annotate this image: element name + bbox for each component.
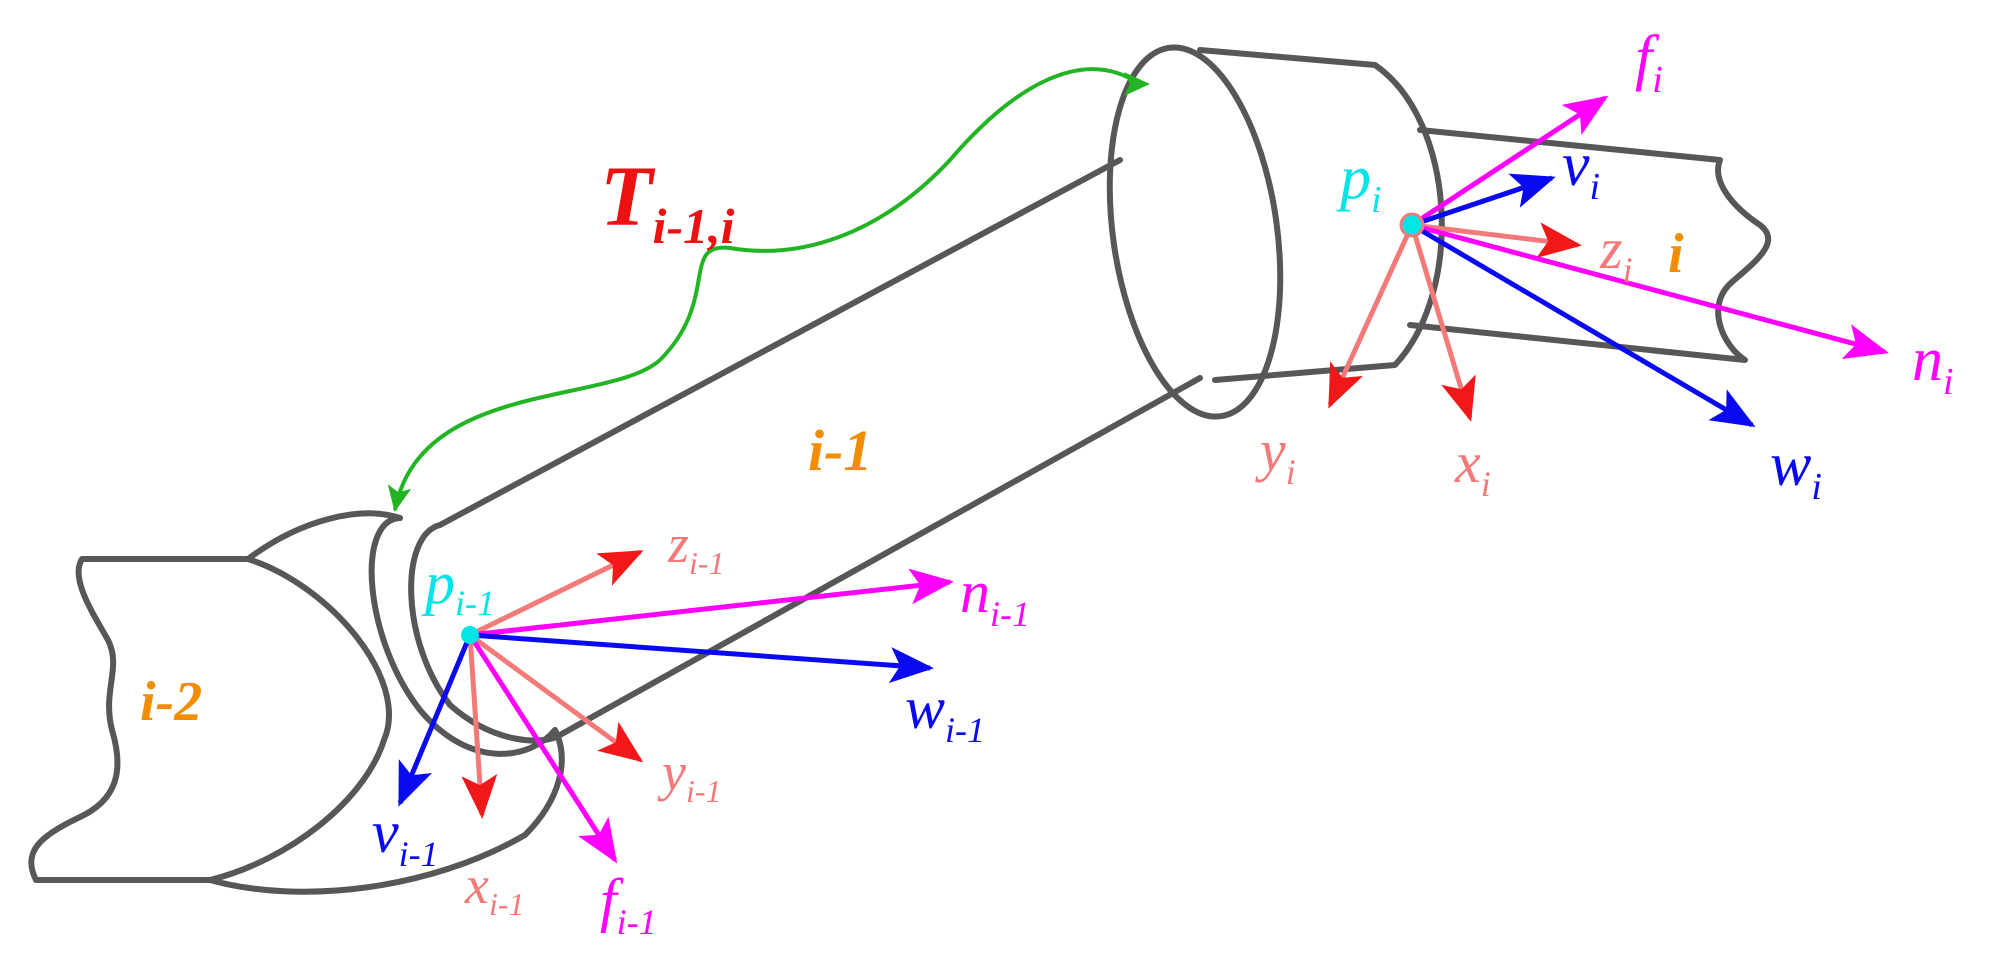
label-z-next: zi <box>1599 216 1633 290</box>
transform-arrow <box>387 67 1140 512</box>
link-i-1-flange-outer <box>368 515 558 757</box>
label-x-prev: xi-1 <box>464 855 525 922</box>
link-i-2-outline <box>28 556 251 883</box>
axis-x-prev <box>461 634 498 819</box>
axis-v-prev <box>397 634 473 807</box>
link-i-1-body <box>368 157 1203 757</box>
label-z-prev: zi-1 <box>667 514 725 581</box>
link-i-joint-front-face <box>1106 44 1284 420</box>
label-f-next: fi <box>1635 24 1663 101</box>
point-prev-marker <box>461 626 479 644</box>
transform-label-main: T <box>600 148 656 244</box>
axis-f-prev <box>467 633 618 864</box>
transform-arrow-start-head <box>1124 72 1150 96</box>
axis-v-next <box>1411 173 1556 228</box>
axis-x-next <box>1409 224 1476 422</box>
label-w-prev: wi-1 <box>905 675 985 750</box>
link-i-body <box>1407 127 1771 363</box>
label-x-next: xi <box>1454 430 1491 504</box>
label-w-next: wi <box>1770 431 1822 508</box>
label-y-next: yi <box>1255 418 1296 492</box>
transform-label-sub: i-1,i <box>653 198 735 254</box>
axis-y-prev <box>468 632 644 763</box>
axis-w-prev <box>469 632 934 684</box>
point-next-marker <box>1399 212 1425 238</box>
label-v-prev: vi-1 <box>372 799 439 874</box>
axis-z-next <box>1411 222 1582 259</box>
link-i-2-socket <box>245 510 403 562</box>
label-n-next: ni <box>1912 326 1954 403</box>
label-point-prev: pi-1 <box>421 550 495 623</box>
link-i-1-bottom-edge <box>557 375 1203 738</box>
axis-y-next <box>1327 223 1415 409</box>
axis-f-next <box>1410 95 1609 228</box>
link-i-joint <box>1106 44 1445 420</box>
label-y-prev: yi-1 <box>657 742 722 809</box>
label-f-prev: fi-1 <box>600 867 657 942</box>
frame-next: pi fi vi zi ni wi yi xi <box>1255 24 1954 508</box>
link-i-outline <box>1407 127 1771 363</box>
axis-n-next <box>1411 222 1889 360</box>
axis-n-prev <box>469 568 954 638</box>
link-i-1-flange-inner <box>408 522 563 744</box>
axis-z-prev <box>468 549 644 638</box>
label-n-prev: ni-1 <box>960 559 1030 634</box>
link-i-1-top-edge <box>437 157 1123 528</box>
axis-w-next <box>1410 222 1756 428</box>
link-label-i-1: i-1 <box>808 418 872 483</box>
link-i-2-body <box>28 510 565 895</box>
frame-prev: pi-1 zi-1 ni-1 wi-1 yi-1 vi-1 xi-1 fi-1 <box>372 514 1030 942</box>
link-i-2-end-cap <box>207 556 392 883</box>
link-label-i: i <box>1668 223 1684 285</box>
label-point-next: pi <box>1336 144 1382 221</box>
label-v-next: vi <box>1562 131 1600 208</box>
link-i-2-socket-lower <box>207 727 565 895</box>
link-label-i-2: i-2 <box>140 671 202 733</box>
transform-label: Ti-1,i <box>600 148 735 254</box>
